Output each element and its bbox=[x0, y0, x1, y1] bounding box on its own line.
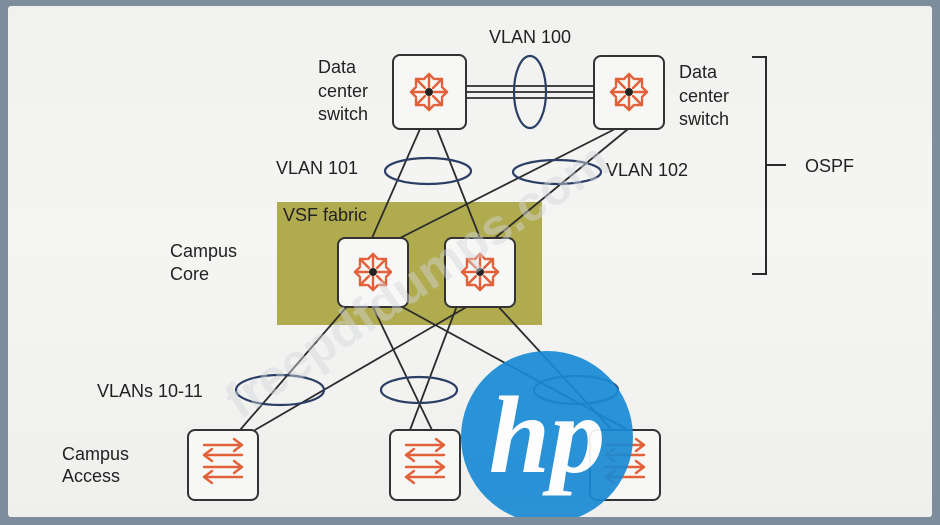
campus-access-label: Campus Access bbox=[62, 444, 129, 486]
svg-text:center: center bbox=[318, 81, 368, 101]
dc-left-label: Data center switch bbox=[318, 57, 368, 124]
vlan101-label: VLAN 101 bbox=[276, 158, 358, 178]
svg-text:Data: Data bbox=[679, 62, 718, 82]
svg-text:Core: Core bbox=[170, 264, 209, 284]
vsf-fabric-label: VSF fabric bbox=[283, 205, 367, 225]
dc-switch-right bbox=[593, 55, 665, 130]
router-icon bbox=[409, 72, 449, 112]
svg-text:hp: hp bbox=[489, 374, 605, 496]
diagram-paper: VSF fabric bbox=[8, 6, 932, 517]
core-switch-left bbox=[337, 237, 409, 308]
dc-switch-left bbox=[392, 54, 467, 130]
vlan100-ellipse bbox=[512, 54, 548, 130]
middle-access-ellipse bbox=[379, 375, 459, 405]
ospf-label: OSPF bbox=[805, 156, 854, 176]
vlan100-label: VLAN 100 bbox=[489, 27, 571, 47]
vlans1011-label: VLANs 10-11 bbox=[97, 381, 203, 401]
vlans1011-ellipse bbox=[234, 373, 326, 407]
svg-text:Data: Data bbox=[318, 57, 357, 77]
dc-interlink bbox=[466, 85, 596, 99]
vlan102-ellipse bbox=[511, 158, 603, 186]
core-switch-right bbox=[444, 237, 516, 308]
access-switch-2 bbox=[389, 429, 461, 501]
svg-text:Campus: Campus bbox=[170, 241, 237, 261]
router-icon bbox=[609, 72, 649, 112]
svg-text:Access: Access bbox=[62, 466, 120, 486]
dc-right-label: Data center switch bbox=[679, 62, 729, 129]
vlan101-ellipse bbox=[383, 156, 473, 186]
hp-logo: hp bbox=[461, 351, 633, 517]
ospf-bracket bbox=[752, 56, 786, 275]
campus-core-label: Campus Core bbox=[170, 241, 237, 284]
svg-text:center: center bbox=[679, 86, 729, 106]
network-diagram: VSF fabric bbox=[62, 27, 854, 517]
access-switch-1 bbox=[187, 429, 259, 501]
svg-text:switch: switch bbox=[318, 104, 368, 124]
svg-text:switch: switch bbox=[679, 109, 729, 129]
svg-text:Campus: Campus bbox=[62, 444, 129, 464]
vlan102-label: VLAN 102 bbox=[606, 160, 688, 180]
